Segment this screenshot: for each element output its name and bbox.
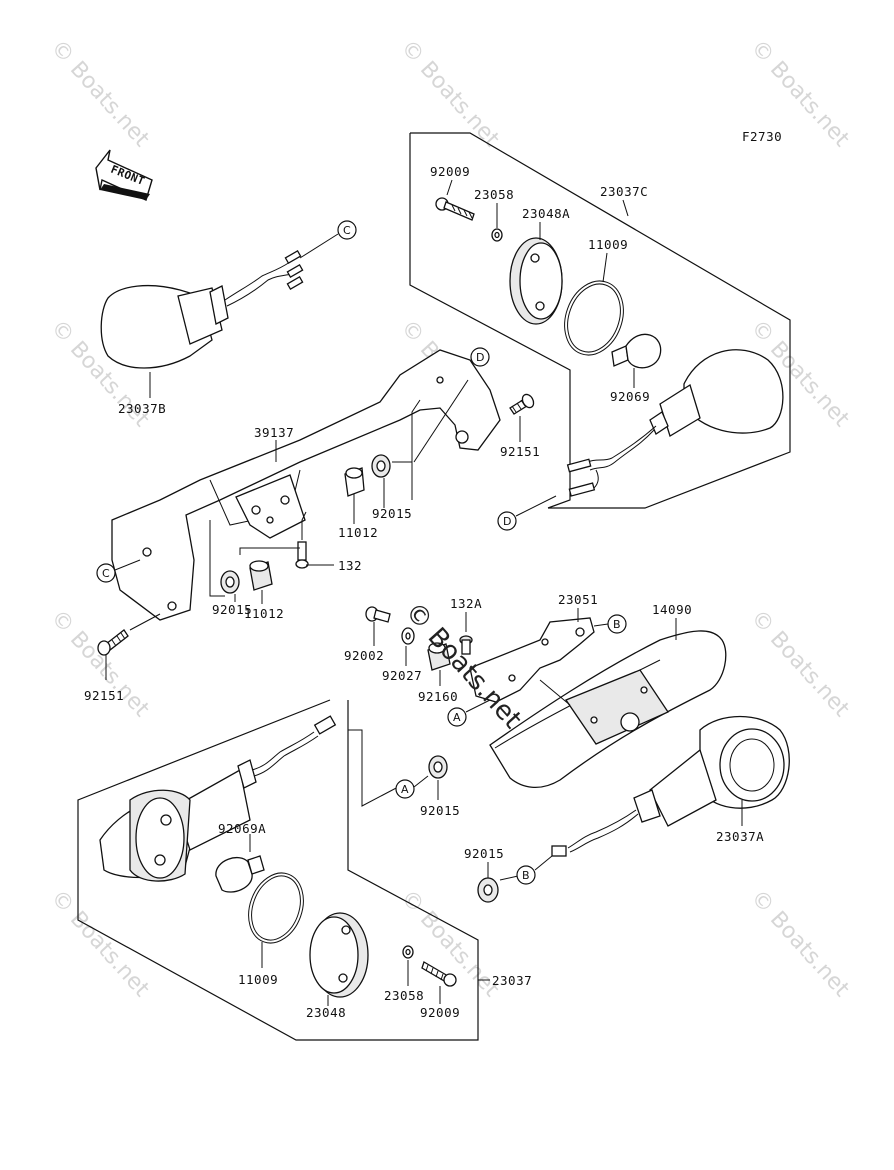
nut-92015 (371, 454, 391, 478)
screw-92009 (435, 197, 475, 221)
assembly-23037 (77, 699, 490, 1041)
assembly-23037c (409, 132, 791, 509)
bulb-92069 (611, 333, 662, 369)
bolt-92002 (365, 606, 391, 623)
part-label-14090: 14090 (652, 602, 692, 617)
bolt-92151 (509, 393, 535, 415)
svg-text:D: D (476, 351, 484, 364)
part-label-11009: 11009 (588, 237, 628, 252)
watermark: © Boats.net (46, 35, 155, 152)
collar-11012-lower (249, 560, 273, 591)
callout-d-upper: D (470, 347, 490, 367)
callout-a-lower: A (395, 779, 415, 799)
cover-14090 (489, 630, 727, 788)
screw-132 (295, 541, 309, 569)
front-arrow-icon: FRONT (95, 149, 153, 201)
callout-a-upper: A (447, 707, 467, 727)
part-label-92069: 92069 (610, 389, 650, 404)
part-label-132a: 132A (450, 596, 482, 611)
part-label-92027: 92027 (382, 668, 422, 683)
callout-c-lower: C (96, 563, 116, 583)
watermark: © Boats.net (746, 605, 855, 722)
part-label-92015: 92015 (464, 846, 504, 861)
collar-11012 (344, 467, 365, 497)
part-label-92009: 92009 (430, 164, 470, 179)
svg-text:D: D (503, 515, 511, 528)
svg-text:A: A (453, 711, 461, 724)
part-label-92015: 92015 (212, 602, 252, 617)
part-label-92160: 92160 (418, 689, 458, 704)
part-label-23037: 23037 (492, 973, 532, 988)
callouts: C C D D A A B B (96, 220, 627, 885)
part-label-23037c: 23037C (600, 184, 648, 199)
bracket-23051 (469, 617, 595, 703)
nut-23058-b (402, 945, 414, 959)
callout-d-lower: D (497, 511, 517, 531)
bracket-39137 (111, 349, 501, 621)
part-label-92151: 92151 (500, 444, 540, 459)
watermark: © Boats.net (396, 35, 505, 152)
callout-b-upper: B (607, 614, 627, 634)
part-label-23048a: 23048A (522, 206, 570, 221)
part-label-23037b: 23037B (118, 401, 166, 416)
part-label-11012: 11012 (338, 525, 378, 540)
turn-signal-23037a (551, 715, 790, 857)
part-label-39137: 39137 (254, 425, 294, 440)
turn-signal-23037b (100, 250, 304, 369)
callout-c-upper: C (337, 220, 357, 240)
svg-text:C: C (343, 224, 351, 237)
collar-92160 (427, 642, 451, 671)
part-label-92015: 92015 (420, 803, 460, 818)
nut-92015-lower (220, 570, 240, 594)
watermark: © Boats.net (746, 885, 855, 1002)
part-labels: 92009 23058 23048A 23037C 11009 92069 23… (84, 164, 764, 1020)
part-label-23058: 23058 (474, 187, 514, 202)
nut-23058 (491, 228, 503, 242)
o-ring-11009 (564, 280, 624, 356)
lens-23048a (509, 237, 563, 325)
watermark: © Boats.net (46, 605, 155, 722)
turn-signal-23037c (566, 349, 784, 497)
watermark: © Boats.net (46, 885, 155, 1002)
svg-text:B: B (522, 869, 530, 882)
screw-132a (459, 635, 473, 655)
callout-b-lower: B (516, 865, 536, 885)
washer-92027 (401, 627, 415, 645)
svg-text:C: C (102, 567, 110, 580)
lens-23048 (309, 912, 369, 998)
screw-92009-b (421, 961, 457, 987)
part-label-23048: 23048 (306, 1005, 346, 1020)
bulb-92069a (215, 855, 265, 893)
figure-code: F2730 (742, 129, 782, 144)
nut-92015-a (428, 755, 448, 779)
nut-92015-b (477, 877, 499, 903)
part-label-11009: 11009 (238, 972, 278, 987)
part-label-23058: 23058 (384, 988, 424, 1003)
part-label-92009: 92009 (420, 1005, 460, 1020)
bolt-92151-lower (97, 629, 129, 656)
part-label-132: 132 (338, 558, 362, 573)
o-ring-11009-b (248, 872, 304, 944)
part-label-92015: 92015 (372, 506, 412, 521)
part-label-23037a: 23037A (716, 829, 764, 844)
part-label-23051: 23051 (558, 592, 598, 607)
svg-text:B: B (613, 618, 621, 631)
svg-text:A: A (401, 783, 409, 796)
part-label-92069a: 92069A (218, 821, 266, 836)
part-label-11012: 11012 (244, 606, 284, 621)
part-label-92002: 92002 (344, 648, 384, 663)
part-label-92151: 92151 (84, 688, 124, 703)
